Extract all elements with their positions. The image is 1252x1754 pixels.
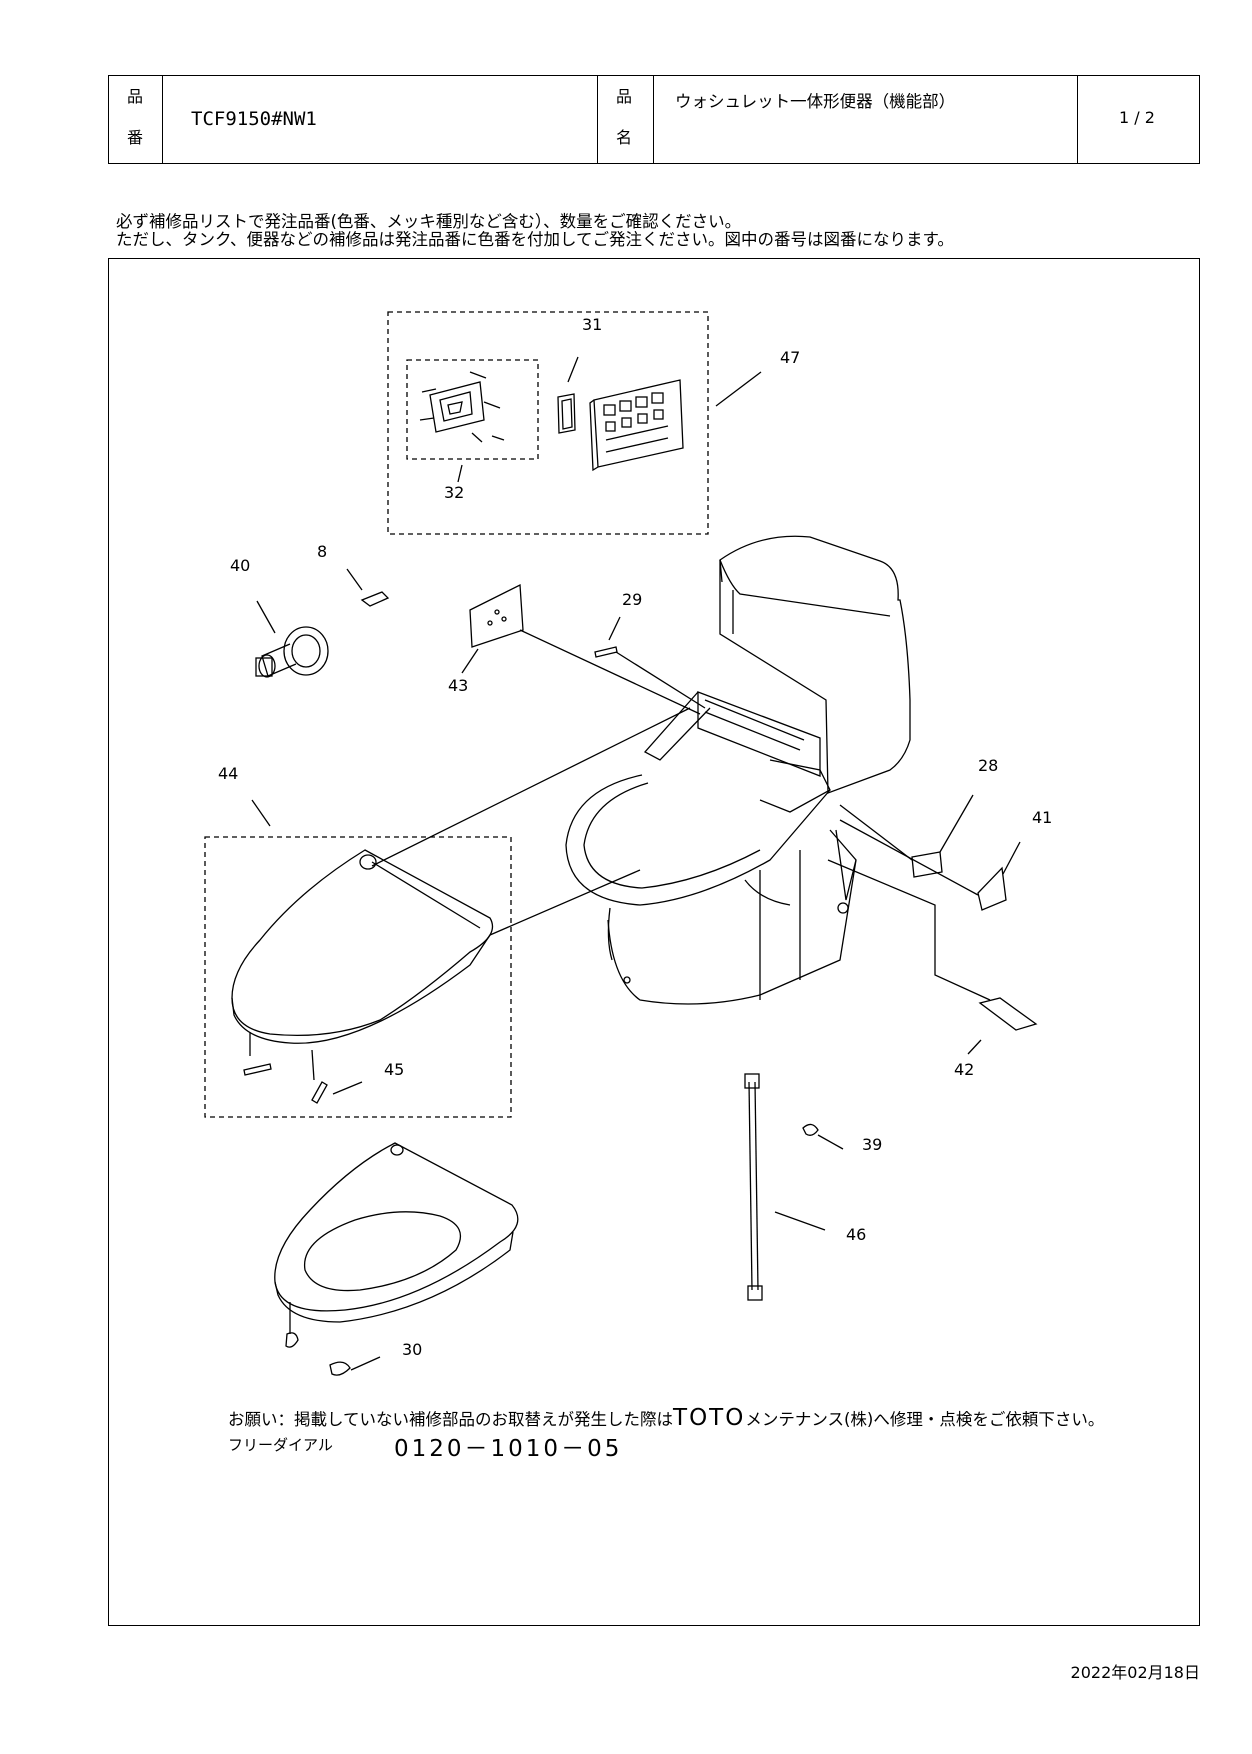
hinban-label-1: 品 xyxy=(127,87,144,106)
callout-28: 28 xyxy=(978,756,998,775)
callout-39: 39 xyxy=(862,1135,882,1154)
hinmei-label-1: 品 xyxy=(616,87,633,106)
seat-bumper-part xyxy=(329,1361,351,1376)
washlet-unit xyxy=(643,691,831,813)
callout-32: 32 xyxy=(444,483,464,502)
callout-30: 30 xyxy=(402,1340,422,1359)
diagram-frame xyxy=(108,258,1200,1626)
callout-29: 29 xyxy=(622,590,642,609)
document-date: 2022年02月18日 xyxy=(1070,1663,1200,1682)
bumper-pin-part xyxy=(243,1063,272,1076)
hose-clip-part xyxy=(802,1123,819,1136)
hinmei-label-2: 名 xyxy=(616,128,633,147)
plate-part xyxy=(469,583,524,648)
product-name: ウォシュレット一体形便器（機能部） xyxy=(675,92,956,111)
note-brand: TOTO xyxy=(673,1405,746,1431)
cap-part xyxy=(911,851,943,878)
note-tail: メンテナンス(株)へ修理・点検をご依頼下さい。 xyxy=(745,1410,1105,1429)
note-lead: お願い：掲載していない補修部品のお取替えが発生した際は xyxy=(228,1410,674,1429)
callout-46: 46 xyxy=(846,1225,866,1244)
callout-44: 44 xyxy=(218,764,238,783)
remote-plate-part xyxy=(557,393,576,434)
toilet-seat-part xyxy=(274,1142,519,1323)
cover-part xyxy=(977,866,1007,911)
bracket-group-box xyxy=(406,359,539,460)
page-number: 1 / 2 xyxy=(1119,108,1155,127)
wall-bracket-part xyxy=(419,371,505,443)
header-divider xyxy=(653,76,654,163)
toilet-bowl xyxy=(565,774,857,1005)
hinban-label-2: 番 xyxy=(127,128,144,147)
screw-part xyxy=(594,646,618,658)
key-part xyxy=(360,591,390,607)
toilet-lid-part xyxy=(231,849,494,1044)
header-divider xyxy=(597,76,598,163)
instruction-line-1: 必ず補修品リストで発注品番(色番、メッキ種別など含む）、数量をご確認ください。 xyxy=(116,212,742,231)
header-divider xyxy=(1077,76,1078,163)
callout-40: 40 xyxy=(230,556,250,575)
callout-47: 47 xyxy=(780,348,800,367)
toilet-tank xyxy=(719,535,911,794)
maintenance-note: お願い：掲載していない補修部品のお取替えが発生した際はTOTOメンテナンス(株)… xyxy=(228,1405,1104,1431)
valve-part xyxy=(255,626,329,678)
header-divider xyxy=(162,76,163,163)
lid-group-box xyxy=(204,836,512,1118)
header-table: 品 番 TCF9150#NW1 品 名 ウォシュレット一体形便器（機能部） 1 … xyxy=(108,75,1200,164)
drain-cover-part xyxy=(978,997,1038,1031)
remote-control-part xyxy=(589,379,684,472)
product-code: TCF9150#NW1 xyxy=(191,108,317,130)
free-dial-number: 0120－1010－05 xyxy=(394,1436,623,1462)
callout-31: 31 xyxy=(582,315,602,334)
free-dial-label: フリーダイアル xyxy=(228,1436,333,1454)
supply-hose-part xyxy=(744,1073,763,1301)
remote-group-box xyxy=(387,311,709,535)
bumper-pin-part xyxy=(311,1081,328,1104)
callout-42: 42 xyxy=(954,1060,974,1079)
callout-8: 8 xyxy=(317,542,327,561)
seat-bumper-part xyxy=(285,1332,299,1348)
callout-43: 43 xyxy=(448,676,468,695)
instruction-line-2: ただし、タンク、便器などの補修品は発注品番に色番を付加してご発注ください。図中の… xyxy=(116,230,954,249)
callout-41: 41 xyxy=(1032,808,1052,827)
callout-45: 45 xyxy=(384,1060,404,1079)
